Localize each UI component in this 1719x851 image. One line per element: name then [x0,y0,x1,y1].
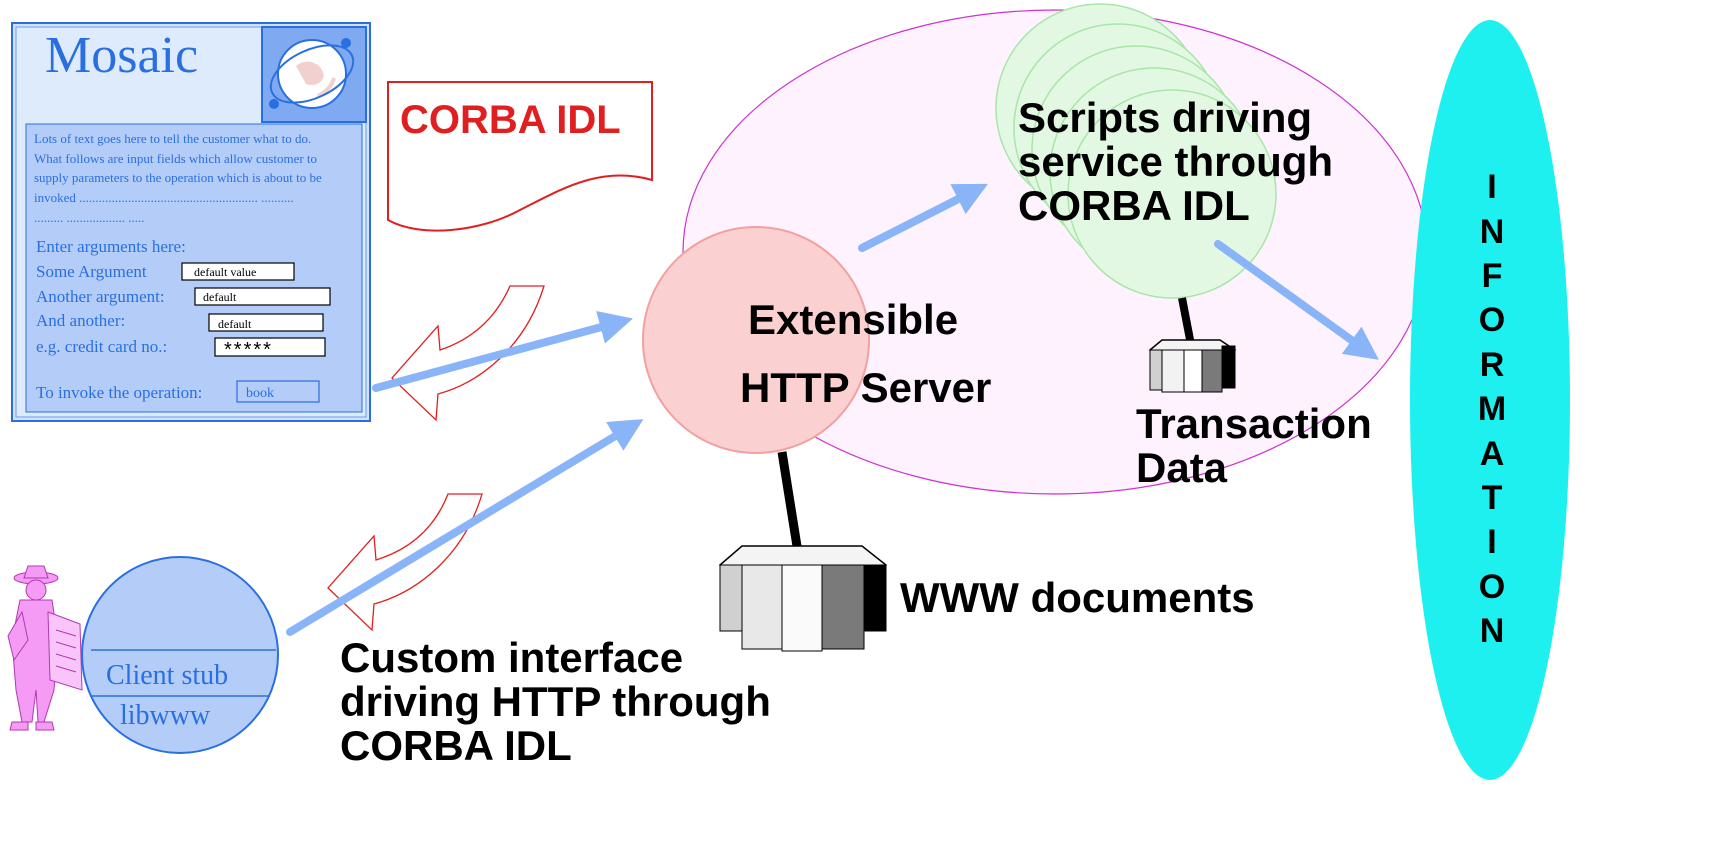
another-argument-input[interactable]: default [194,287,331,306]
mosaic-body-line: ......... .................. ..... [34,210,145,225]
information-pillar [1410,20,1570,780]
and-another-input[interactable]: default [208,313,324,332]
information-letter: R [1480,346,1505,384]
flow-arrows [286,183,1379,636]
and-another-value: default [218,317,252,331]
corba-idl-document-label: CORBA IDL [400,98,621,142]
credit-card-input[interactable]: ***** [214,337,326,361]
server-label-line2: HTTP Server [740,364,991,411]
information-letter: I [1487,523,1496,561]
client-to-server-arrow [286,419,644,636]
some-argument-input[interactable]: default value [181,262,295,281]
information-letter: I [1487,168,1496,206]
scripts-label-line2: service through [1018,138,1333,185]
another-argument-value: default [203,290,237,304]
information-letters: I N F O R M A T I O N [1478,168,1506,650]
transaction-label-line2: Data [1136,444,1228,491]
transaction-data-cylinder [1148,339,1237,393]
field-label-and-another: And another: [36,311,125,330]
mosaic-body-line: supply parameters to the operation which… [34,170,322,185]
field-label-another-argument: Another argument: [36,287,165,306]
client-stub-label: Client stub [106,660,228,691]
information-letter: N [1480,213,1505,251]
book-button-label: book [246,386,274,401]
book-button[interactable]: book [236,380,320,403]
server-label-line1: Extensible [748,296,958,343]
invoke-label: To invoke the operation: [36,383,202,402]
field-label-credit-card: e.g. credit card no.: [36,337,167,356]
credit-card-value: ***** [224,339,273,361]
information-letter: O [1479,301,1505,339]
globe-icon [261,26,367,123]
user-person-icon [7,565,83,731]
field-label-some-argument: Some Argument [36,262,147,281]
mosaic-body-line: What follows are input fields which allo… [34,151,317,166]
client-stub-circle [81,556,279,754]
information-letter: T [1482,479,1503,517]
scripts-label-line3: CORBA IDL [1018,182,1250,229]
mosaic-title: Mosaic [45,27,198,84]
information-letter: A [1480,435,1505,473]
scripts-to-information-arrow [1214,240,1379,360]
www-documents-cylinder [718,545,888,652]
information-letter: N [1480,612,1505,650]
server-to-scripts-arrow [858,183,988,252]
http-server-circle [642,226,870,454]
mosaic-window: Mosaic Lots of text goes here to tell th… [11,22,371,422]
information-letter: M [1478,390,1506,428]
information-letter: O [1479,568,1505,606]
mosaic-prompt: Enter arguments here: [36,237,186,256]
upper-curved-arrow [391,285,545,422]
custom-interface-line3: CORBA IDL [340,722,572,769]
mosaic-body-line: Lots of text goes here to tell the custo… [34,131,311,146]
mosaic-body-line: invoked ................................… [34,190,294,205]
scripts-label-line1: Scripts driving [1018,94,1312,141]
some-argument-value: default value [194,265,256,279]
corba-idl-document [387,81,653,232]
custom-interface-line2: driving HTTP through [340,678,771,725]
mosaic-to-server-arrow [372,311,633,392]
information-letter: F [1482,257,1503,295]
www-documents-label: WWW documents [900,574,1255,621]
transaction-label-line1: Transaction [1136,400,1372,447]
custom-interface-line1: Custom interface [340,634,683,681]
libwww-label: libwww [120,700,211,731]
